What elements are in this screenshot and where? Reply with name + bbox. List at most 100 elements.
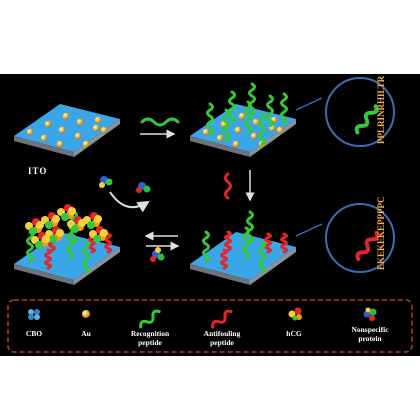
gold-nanoparticle-icon: [58, 126, 66, 134]
callout-circle: [325, 77, 395, 147]
recognition-peptide-icon: [258, 112, 266, 146]
recognition-peptide-icon: [140, 117, 180, 127]
nonspecific-protein-icon: [136, 182, 151, 193]
recognition-peptide-icon: [258, 240, 266, 274]
antifouling-peptide-icon: [220, 248, 228, 270]
antifouling-peptide-icon: [280, 232, 288, 254]
recognition-peptide-icon: [26, 230, 34, 264]
gold-nanoparticle-icon: [82, 310, 90, 318]
substrate-side: [250, 119, 296, 157]
gold-nanoparticle-icon: [82, 140, 90, 148]
nonspecific-protein-icon: [363, 307, 377, 321]
antifouling-peptide-icon: [211, 309, 233, 329]
recognition-sequence: PPLRINRHILTR: [376, 75, 386, 144]
step-antifouling-peptide-electrode: [190, 210, 296, 285]
cbo-icon: [28, 309, 40, 320]
hcg-icon: [57, 204, 76, 221]
substrate-side: [74, 247, 120, 285]
hcg-icon: [288, 307, 302, 321]
gold-nanoparticle-icon: [74, 132, 82, 140]
step-arrow-down: [224, 170, 255, 202]
step-hcg-capture-electrode: [14, 204, 120, 285]
gold-nanoparticle-icon: [252, 118, 260, 126]
curved-arrow-icon: [109, 191, 150, 213]
substrate-side: [14, 264, 74, 285]
recognition-peptide-icon: [139, 309, 161, 329]
recognition-peptide-icon: [82, 240, 90, 274]
callout-pointer: [295, 223, 323, 237]
fabrication-schematic: ITO PPLRINRHILTR EKEKEKEPPPPC: [7, 75, 413, 353]
gold-nanoparticle-icon: [76, 118, 84, 126]
gold-nanoparticle-icon: [232, 140, 240, 148]
hcg-icon: [83, 212, 102, 229]
recognition-peptide-icon: [242, 226, 250, 260]
gold-nanoparticle-icon: [62, 112, 70, 120]
gold-nanoparticle-icon: [94, 116, 102, 124]
recognition-peptide-icon: [206, 102, 214, 136]
substrate-side: [190, 264, 250, 285]
gold-nanoparticle-icon: [216, 134, 224, 142]
gold-nanoparticle-icon: [26, 128, 34, 136]
recognition-peptide-icon: [244, 100, 252, 134]
antifouling-sequence: EKEKEKEPPPPC: [376, 196, 386, 270]
hcg-icon: [41, 212, 60, 229]
step-recognition-peptide-electrode: [190, 82, 296, 157]
step-ito-au-electrode: ITO: [14, 104, 120, 176]
hcg-icon: [99, 176, 113, 188]
antifouling-peptide-icon: [44, 248, 52, 270]
recognition-peptide-icon: [280, 92, 288, 126]
callout-circle: [325, 203, 395, 273]
legend-label-hcg: hCG: [286, 329, 302, 338]
callout-pointer: [295, 97, 323, 111]
peptide-layer: [202, 210, 288, 274]
legend-label-cbo: CBO: [26, 329, 42, 338]
antifouling-peptide-icon: [355, 230, 380, 262]
binding-curved-arrow: [99, 176, 151, 213]
recognition-peptide-icon: [246, 210, 254, 244]
recognition-peptide-group: [206, 82, 288, 146]
gold-nanoparticle-group: [26, 112, 108, 148]
antifouling-peptide-icon: [224, 172, 232, 200]
callout-recognition: PPLRINRHILTR: [295, 75, 395, 147]
recognition-peptide-icon: [222, 108, 230, 142]
ito-label: ITO: [28, 166, 47, 176]
gold-nanoparticle-icon: [276, 126, 284, 134]
gold-nanoparticle-icon: [44, 120, 52, 128]
gold-nanoparticle-icon: [250, 132, 258, 140]
gold-nanoparticle-icon: [40, 134, 48, 142]
step-arrow-right: [140, 117, 180, 139]
recognition-peptide-icon: [202, 230, 210, 264]
recognition-peptide-icon: [248, 82, 256, 116]
nonspecific-protein-icon: [150, 247, 165, 262]
gold-nanoparticle-icon: [238, 112, 246, 120]
substrate-side: [190, 136, 250, 157]
substrate-side: [250, 247, 296, 285]
substrate-top: [14, 104, 120, 152]
substrate-side: [74, 119, 120, 157]
recognition-peptide-icon: [354, 104, 379, 135]
hcg-cluster: [25, 204, 108, 249]
hcg-icon: [25, 218, 44, 235]
gold-nanoparticle-icon: [202, 128, 210, 136]
antifouling-peptide-icon: [104, 232, 112, 254]
antifouling-peptide-icon: [264, 232, 272, 254]
hcg-icon: [31, 232, 50, 249]
step-arrow-left: [144, 231, 180, 262]
legend-border: [7, 299, 413, 353]
callout-antifouling: EKEKEKEPPPPC: [295, 196, 395, 273]
antifouling-peptide-icon: [224, 230, 232, 252]
substrate-side: [14, 136, 74, 157]
diagram-canvas: ITO PPLRINRHILTR EKEKEKEPPPPC: [0, 74, 420, 356]
gold-nanoparticle-icon: [56, 140, 64, 148]
gold-nanoparticle-icon: [92, 124, 100, 132]
gold-nanoparticle-icon: [100, 126, 108, 134]
recognition-peptide-icon: [66, 226, 74, 260]
hcg-icon: [89, 226, 108, 243]
recognition-peptide-icon: [266, 94, 274, 128]
gold-nanoparticle-group: [202, 112, 284, 148]
legend-label-au: Au: [81, 329, 91, 338]
